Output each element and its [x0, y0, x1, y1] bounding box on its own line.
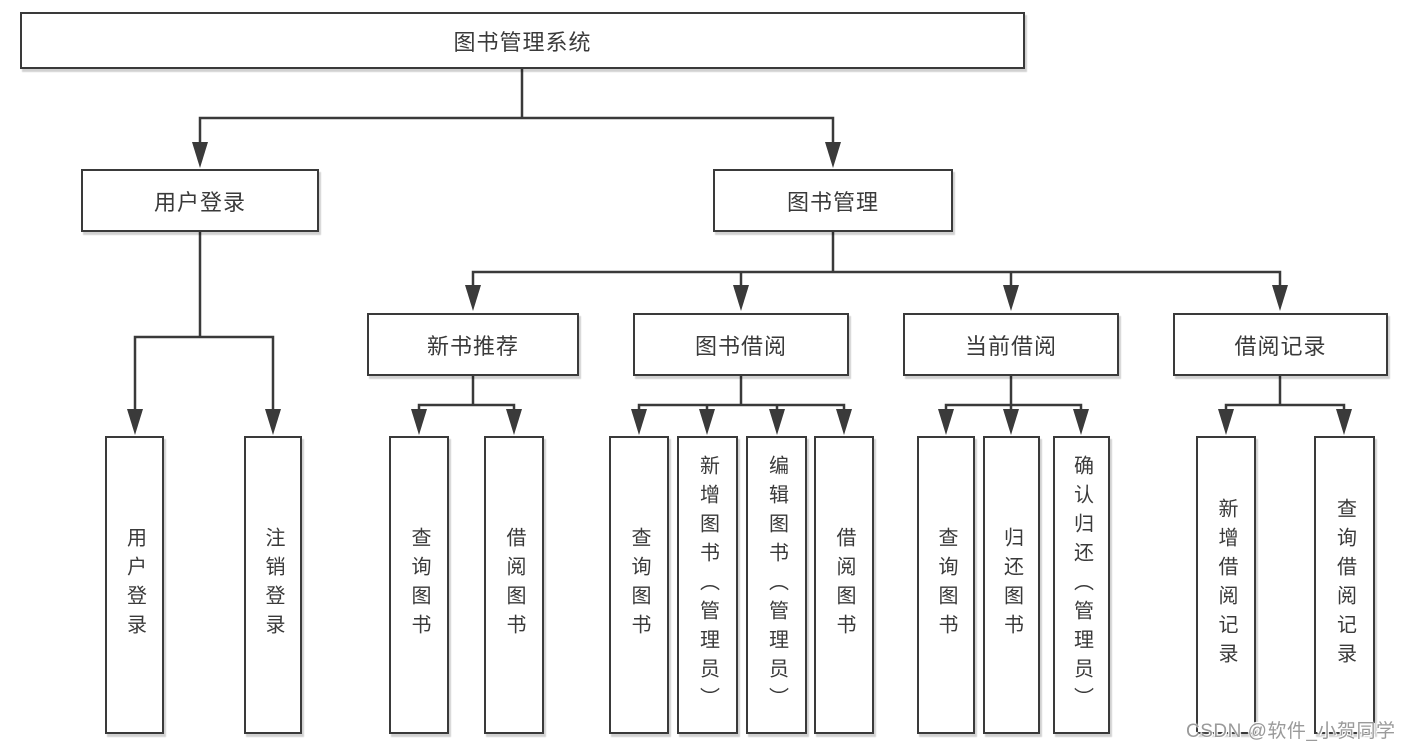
leaf-cb-confirm-return: 确认归还（管理员） — [1053, 436, 1110, 734]
csdn-watermark: CSDN @软件_小贺同学 — [1186, 721, 1396, 742]
leaf-bb-borrow-book-label: 借阅图书 — [833, 527, 855, 643]
leaf-cb-confirm-return-label: 确认归还（管理员） — [1070, 454, 1093, 716]
leaf-bb-edit-book-label: 编辑图书（管理员） — [765, 454, 788, 716]
leaf-nb-query-book: 查询图书 — [389, 436, 449, 734]
leaf-cb-query-book-label: 查询图书 — [935, 527, 957, 643]
arrow-down-icon — [265, 409, 281, 435]
leaf-bb-add-book-label: 新增图书（管理员） — [696, 454, 719, 716]
arrow-down-icon — [506, 409, 522, 435]
node-user-login: 用户登录 — [81, 169, 319, 232]
arrow-down-icon — [1336, 409, 1352, 435]
connector-user-login-split — [133, 230, 275, 412]
node-root-label: 图书管理系统 — [453, 29, 592, 55]
arrow-down-icon — [465, 285, 481, 311]
arrow-down-icon — [631, 409, 647, 435]
leaf-br-add-record-label: 新增借阅记录 — [1215, 498, 1237, 672]
connector-borrow-record-split — [1224, 374, 1346, 412]
arrow-down-icon — [1218, 409, 1234, 435]
arrow-down-icon — [825, 142, 841, 168]
node-book-management: 图书管理 — [713, 169, 953, 232]
node-book-borrow: 图书借阅 — [633, 313, 849, 376]
leaf-bb-borrow-book: 借阅图书 — [814, 436, 874, 734]
node-book-borrow-label: 图书借阅 — [694, 333, 787, 359]
node-user-login-label: 用户登录 — [153, 189, 246, 215]
node-new-book-recommend-label: 新书推荐 — [426, 333, 519, 359]
arrow-down-icon — [938, 409, 954, 435]
leaf-br-add-record: 新增借阅记录 — [1196, 436, 1256, 734]
connector-new-book-recommend-split — [417, 374, 516, 412]
arrowheads — [127, 142, 1352, 435]
node-current-borrow-label: 当前借阅 — [964, 333, 1057, 359]
connector-current-borrow-split — [944, 374, 1083, 412]
leaf-br-query-record: 查询借阅记录 — [1314, 436, 1375, 734]
arrow-down-icon — [1003, 409, 1019, 435]
arrow-down-icon — [769, 409, 785, 435]
arrow-down-icon — [733, 285, 749, 311]
connector-book-borrow-split — [637, 374, 846, 412]
leaf-nb-borrow-book-label: 借阅图书 — [503, 527, 525, 643]
arrow-down-icon — [127, 409, 143, 435]
connector-root-split — [198, 67, 835, 145]
node-current-borrow: 当前借阅 — [903, 313, 1119, 376]
arrow-down-icon — [699, 409, 715, 435]
node-new-book-recommend: 新书推荐 — [367, 313, 579, 376]
arrow-down-icon — [411, 409, 427, 435]
leaf-nb-query-book-label: 查询图书 — [408, 527, 430, 643]
arrow-down-icon — [836, 409, 852, 435]
arrow-down-icon — [1003, 285, 1019, 311]
leaf-user-login-label: 用户登录 — [123, 527, 146, 643]
leaf-cb-return-book-label: 归还图书 — [1000, 527, 1023, 643]
connector-book-management-split — [471, 230, 1282, 288]
leaf-nb-borrow-book: 借阅图书 — [484, 436, 544, 734]
leaf-br-query-record-label: 查询借阅记录 — [1333, 498, 1356, 672]
leaf-logout-label: 注销登录 — [262, 527, 284, 643]
node-root: 图书管理系统 — [20, 12, 1025, 69]
leaf-bb-query-book: 查询图书 — [609, 436, 669, 734]
leaf-user-login: 用户登录 — [105, 436, 164, 734]
leaf-cb-return-book: 归还图书 — [983, 436, 1040, 734]
leaf-bb-edit-book: 编辑图书（管理员） — [746, 436, 807, 734]
node-book-management-label: 图书管理 — [786, 189, 879, 215]
node-borrow-record-label: 借阅记录 — [1234, 333, 1327, 359]
arrow-down-icon — [1272, 285, 1288, 311]
leaf-logout: 注销登录 — [244, 436, 302, 734]
node-borrow-record: 借阅记录 — [1173, 313, 1388, 376]
leaf-bb-query-book-label: 查询图书 — [628, 527, 650, 643]
arrow-down-icon — [1073, 409, 1089, 435]
leaf-bb-add-book: 新增图书（管理员） — [677, 436, 738, 734]
arrow-down-icon — [192, 142, 208, 168]
leaf-cb-query-book: 查询图书 — [917, 436, 975, 734]
